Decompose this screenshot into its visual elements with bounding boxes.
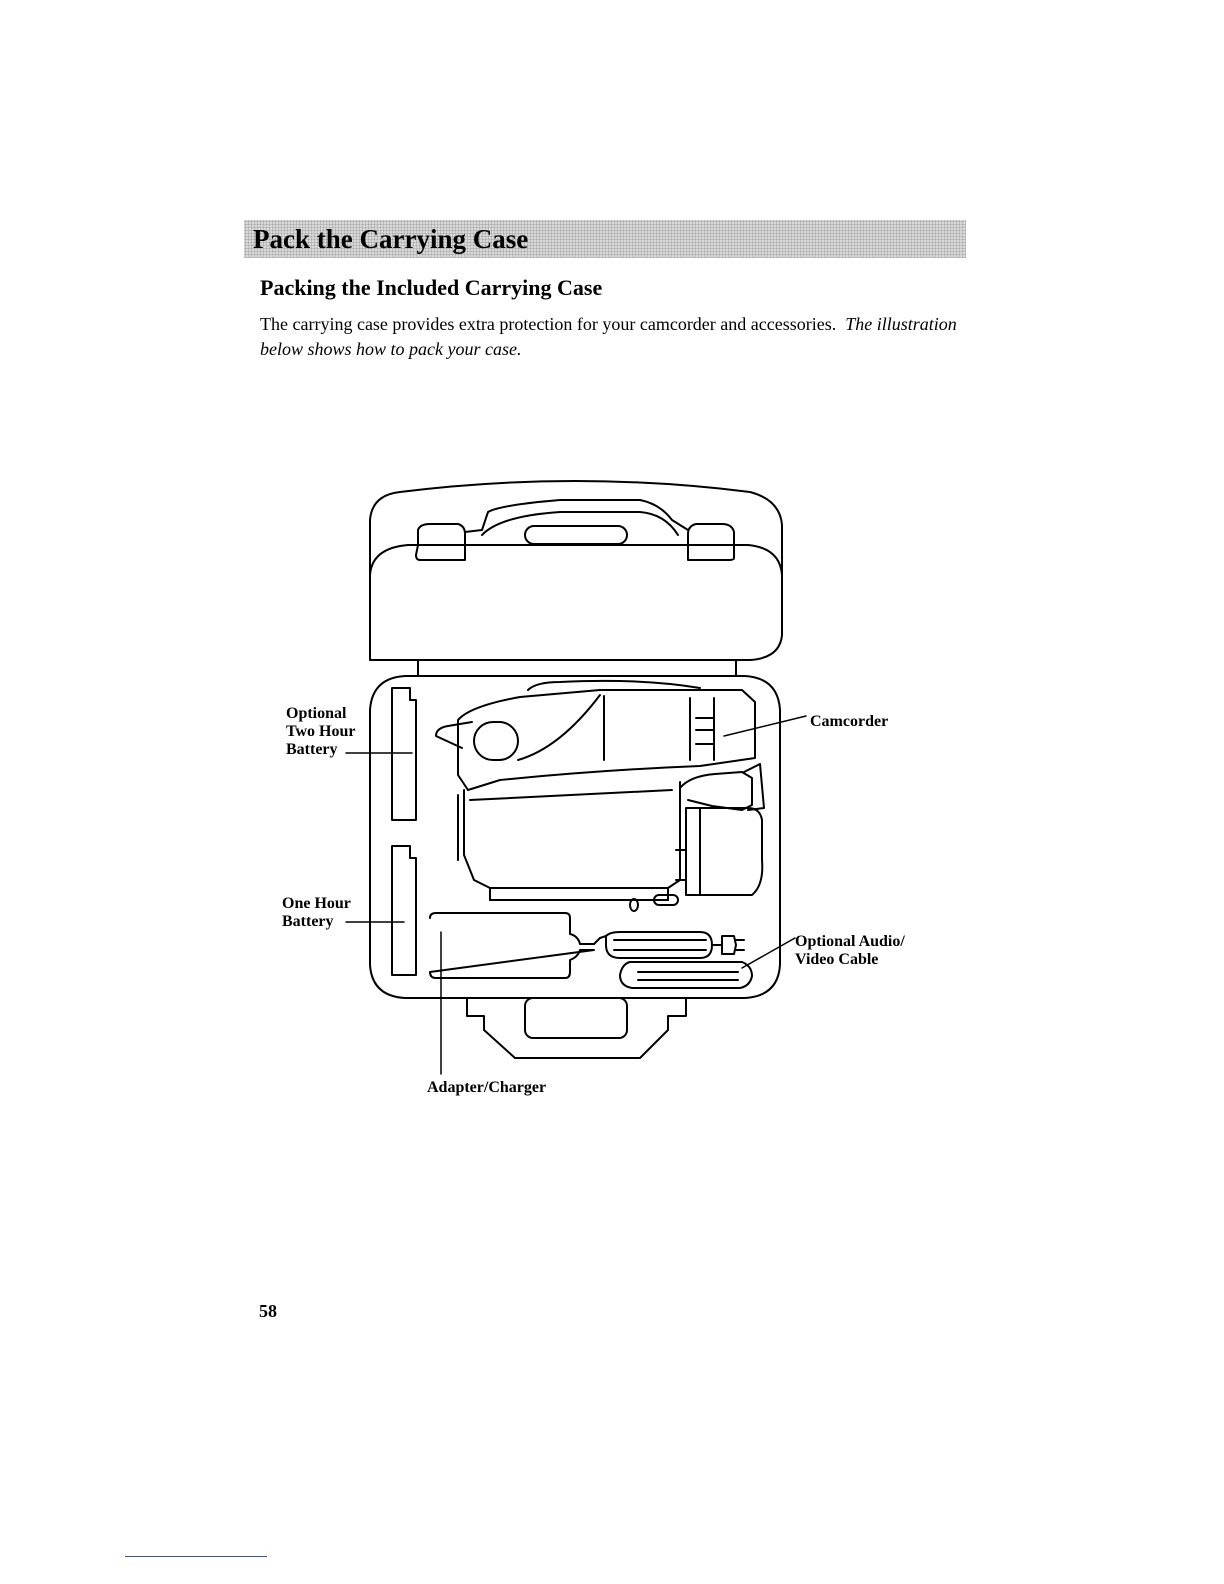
battery-slots <box>392 688 416 975</box>
label-adapter-charger: Adapter/Charger <box>427 1079 546 1097</box>
camcorder-drawing <box>436 681 764 911</box>
case-lid <box>370 481 782 676</box>
label-one-hour-battery: One Hour Battery <box>282 895 351 931</box>
footer-rule <box>125 1556 267 1557</box>
case-handle <box>467 998 686 1058</box>
av-cable-drawing <box>620 962 752 988</box>
label-optional-two-hour-battery: Optional Two Hour Battery <box>286 705 355 759</box>
adapter-charger-drawing <box>430 913 744 978</box>
page-number: 58 <box>259 1301 277 1322</box>
label-camcorder: Camcorder <box>810 713 888 731</box>
label-optional-av-cable: Optional Audio/ Video Cable <box>795 933 905 969</box>
